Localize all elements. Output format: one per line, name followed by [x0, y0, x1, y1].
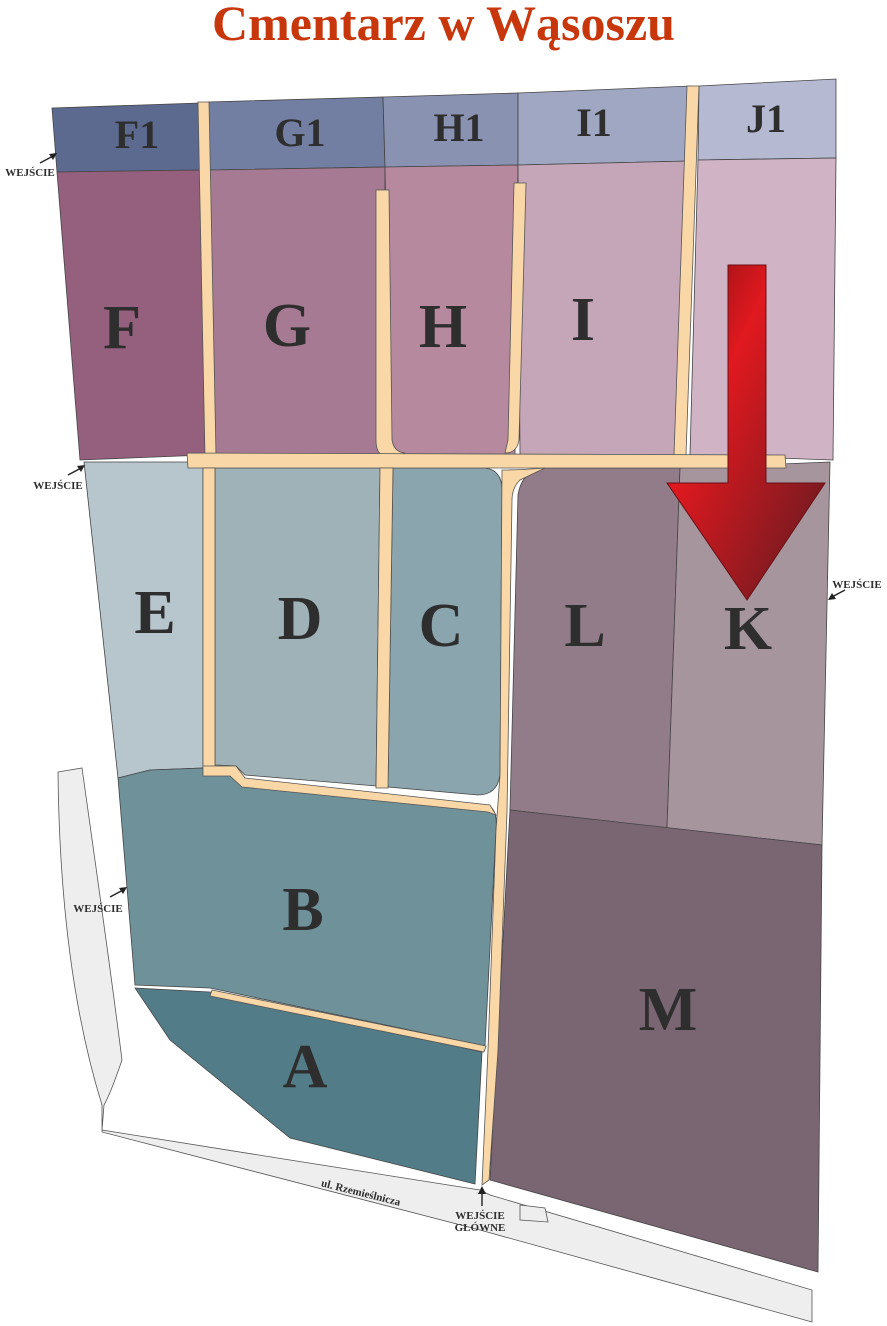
map-title: Cmentarz w Wąsoszu: [212, 0, 675, 51]
section-label-H: H: [419, 293, 467, 361]
section-label-K: K: [724, 595, 772, 663]
entrance-top-left: WEJŚCIE: [5, 153, 57, 179]
section-label-B: B: [282, 876, 323, 944]
section-label-E: E: [134, 579, 175, 647]
entrance-mid-left: WEJŚCIE: [33, 465, 85, 492]
section-label-M: M: [639, 976, 698, 1044]
street-strip: [57, 767, 813, 1323]
entrance-lower-left: WEJŚCIE: [73, 887, 127, 915]
main-entrance-label-line1: WEJŚCIE: [455, 1210, 505, 1222]
section-label-G: G: [263, 292, 311, 360]
location-marker-arrow: [666, 264, 826, 601]
section-label-H1: H1: [433, 105, 484, 150]
main-entrance-label-line2: GŁÓWNE: [455, 1222, 506, 1234]
section-I-area[interactable]: [517, 160, 691, 456]
entrance-label: WEJŚCIE: [832, 579, 882, 591]
section-A-area[interactable]: [134, 987, 483, 1185]
entrance-label: WEJŚCIE: [33, 480, 83, 492]
section-label-C: C: [419, 592, 464, 660]
entrance-main: WEJŚCIE GŁÓWNE: [455, 1186, 506, 1234]
section-label-J1: J1: [746, 96, 786, 141]
section-label-F1: F1: [115, 112, 159, 157]
section-label-D: D: [278, 585, 323, 653]
entrance-right: WEJŚCIE: [828, 579, 882, 600]
section-label-G1: G1: [274, 110, 325, 155]
entrance-label: WEJŚCIE: [5, 167, 55, 179]
section-label-I: I: [571, 286, 595, 354]
street-nub: [519, 1204, 549, 1223]
section-label-I1: I1: [576, 100, 612, 145]
section-label-L: L: [564, 592, 605, 660]
alleys: [186, 85, 787, 1186]
section-label-F: F: [103, 294, 141, 362]
section-label-A: A: [283, 1033, 328, 1101]
entrance-label: WEJŚCIE: [73, 903, 123, 915]
